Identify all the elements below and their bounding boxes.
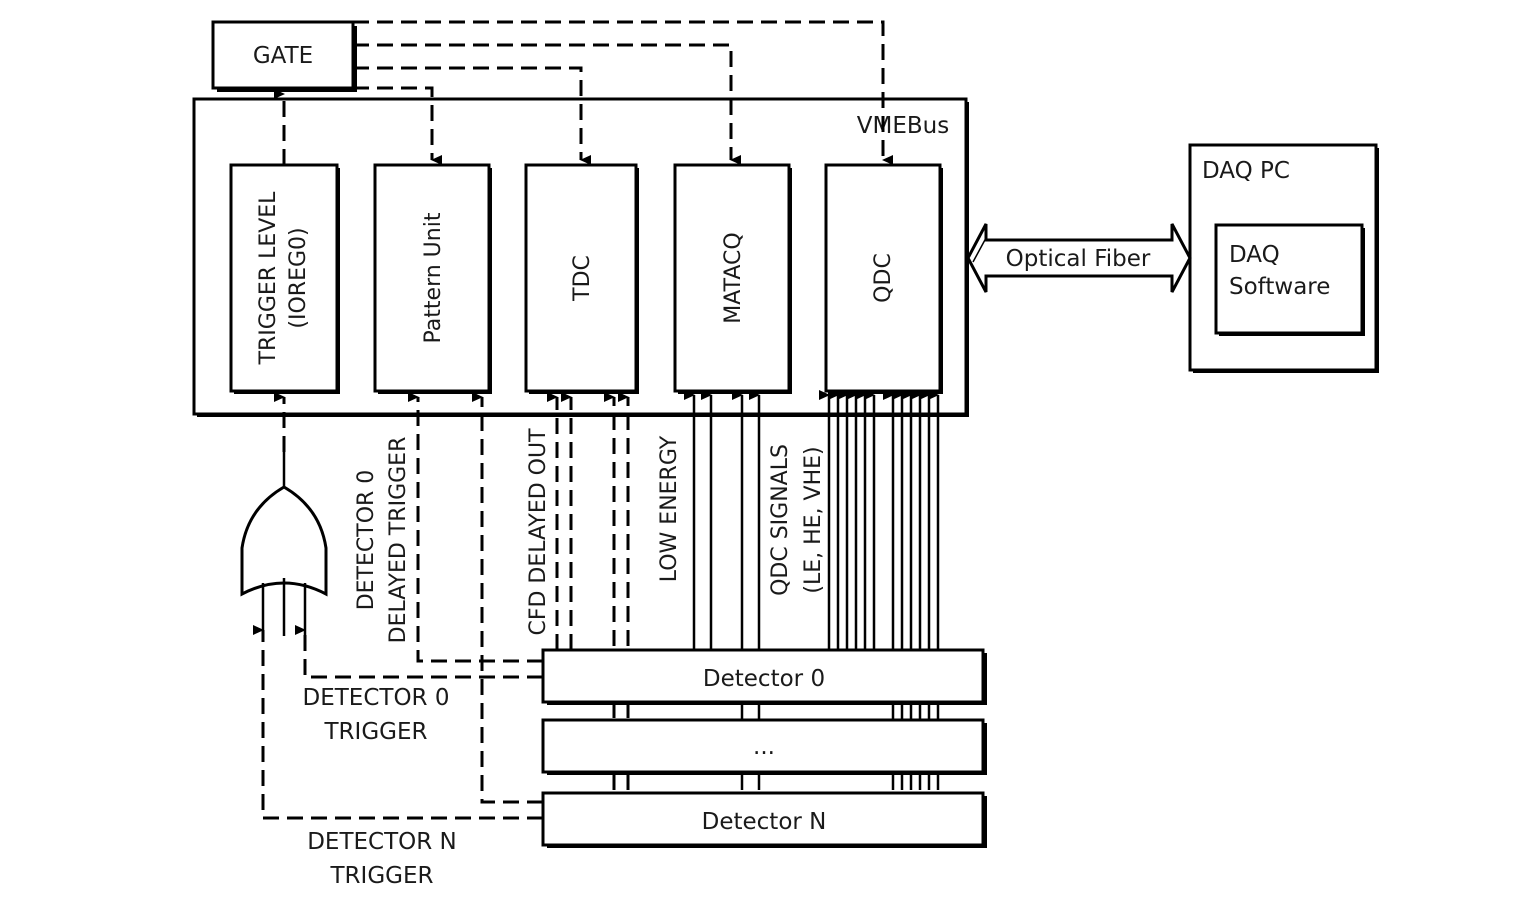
gate-output-lines bbox=[274, 20, 893, 165]
module-qdc: QDC bbox=[824, 163, 943, 394]
daq-pc-label: DAQ PC bbox=[1202, 158, 1290, 184]
detector0-trigger-line bbox=[295, 625, 543, 679]
gate-to-tdc-line bbox=[353, 66, 591, 165]
trigger-level-label-2: (IOREG0) bbox=[286, 227, 311, 328]
module-trigger-level: TRIGGER LEVEL (IOREG0) bbox=[229, 163, 340, 394]
qdc-signals-label-1: QDC SIGNALS bbox=[768, 444, 793, 596]
low-energy-label: LOW ENERGY bbox=[657, 435, 682, 582]
detectorN-trigger-label-1: DETECTOR N bbox=[307, 829, 457, 855]
detector-n-label: Detector N bbox=[702, 809, 827, 835]
detector-0-box: Detector 0 bbox=[541, 648, 987, 705]
matacq-label: MATACQ bbox=[721, 232, 746, 323]
detectorN-trigger-label-2: TRIGGER bbox=[330, 863, 434, 889]
vmebus-label: VMEBus bbox=[857, 113, 949, 139]
gate-label: GATE bbox=[253, 43, 313, 69]
qdc-signals-label-2: (LE, HE, VHE) bbox=[801, 446, 826, 593]
cfd-delayed-out-lines bbox=[547, 392, 630, 790]
detector0-trigger-label-1: DETECTOR 0 bbox=[303, 685, 450, 711]
detector0-delayed-trigger-line bbox=[408, 392, 543, 663]
detector0-delayed-label-2: DELAYED TRIGGER bbox=[386, 437, 411, 644]
trigger-level-label-1: TRIGGER LEVEL bbox=[256, 191, 281, 366]
daq-software-label-2: Software bbox=[1229, 274, 1330, 300]
gate-to-matacq-line bbox=[353, 43, 741, 165]
cfd-delayed-out-label: CFD DELAYED OUT bbox=[526, 428, 551, 636]
module-pattern-unit: Pattern Unit bbox=[373, 163, 492, 394]
detector-middle-label: ... bbox=[753, 734, 775, 760]
daq-software-box: DAQ Software bbox=[1214, 223, 1365, 336]
detector-n-box: Detector N bbox=[541, 791, 987, 848]
detector-middle-box: ... bbox=[541, 718, 987, 775]
tdc-label: TDC bbox=[570, 255, 595, 302]
gate-to-pattern-unit-line bbox=[353, 86, 442, 165]
module-tdc: TDC bbox=[524, 163, 639, 394]
detector-0-label: Detector 0 bbox=[703, 666, 825, 692]
gate-to-qdc-line bbox=[353, 20, 893, 165]
optical-fiber-label: Optical Fiber bbox=[1006, 246, 1151, 272]
detectorN-trigger-line bbox=[253, 625, 543, 820]
detectorN-delayed-trigger-line bbox=[472, 392, 543, 804]
daq-software-label-1: DAQ bbox=[1229, 242, 1280, 268]
optical-fiber-arrow: Optical Fiber bbox=[966, 223, 1192, 293]
qdc-label: QDC bbox=[871, 253, 896, 303]
detector0-delayed-label-1: DETECTOR 0 bbox=[354, 470, 379, 611]
detector0-trigger-label-2: TRIGGER bbox=[324, 719, 428, 745]
pattern-unit-label: Pattern Unit bbox=[421, 212, 446, 343]
gate-box: GATE bbox=[211, 20, 357, 92]
module-matacq: MATACQ bbox=[673, 163, 792, 394]
or-gate-symbol bbox=[240, 452, 328, 636]
